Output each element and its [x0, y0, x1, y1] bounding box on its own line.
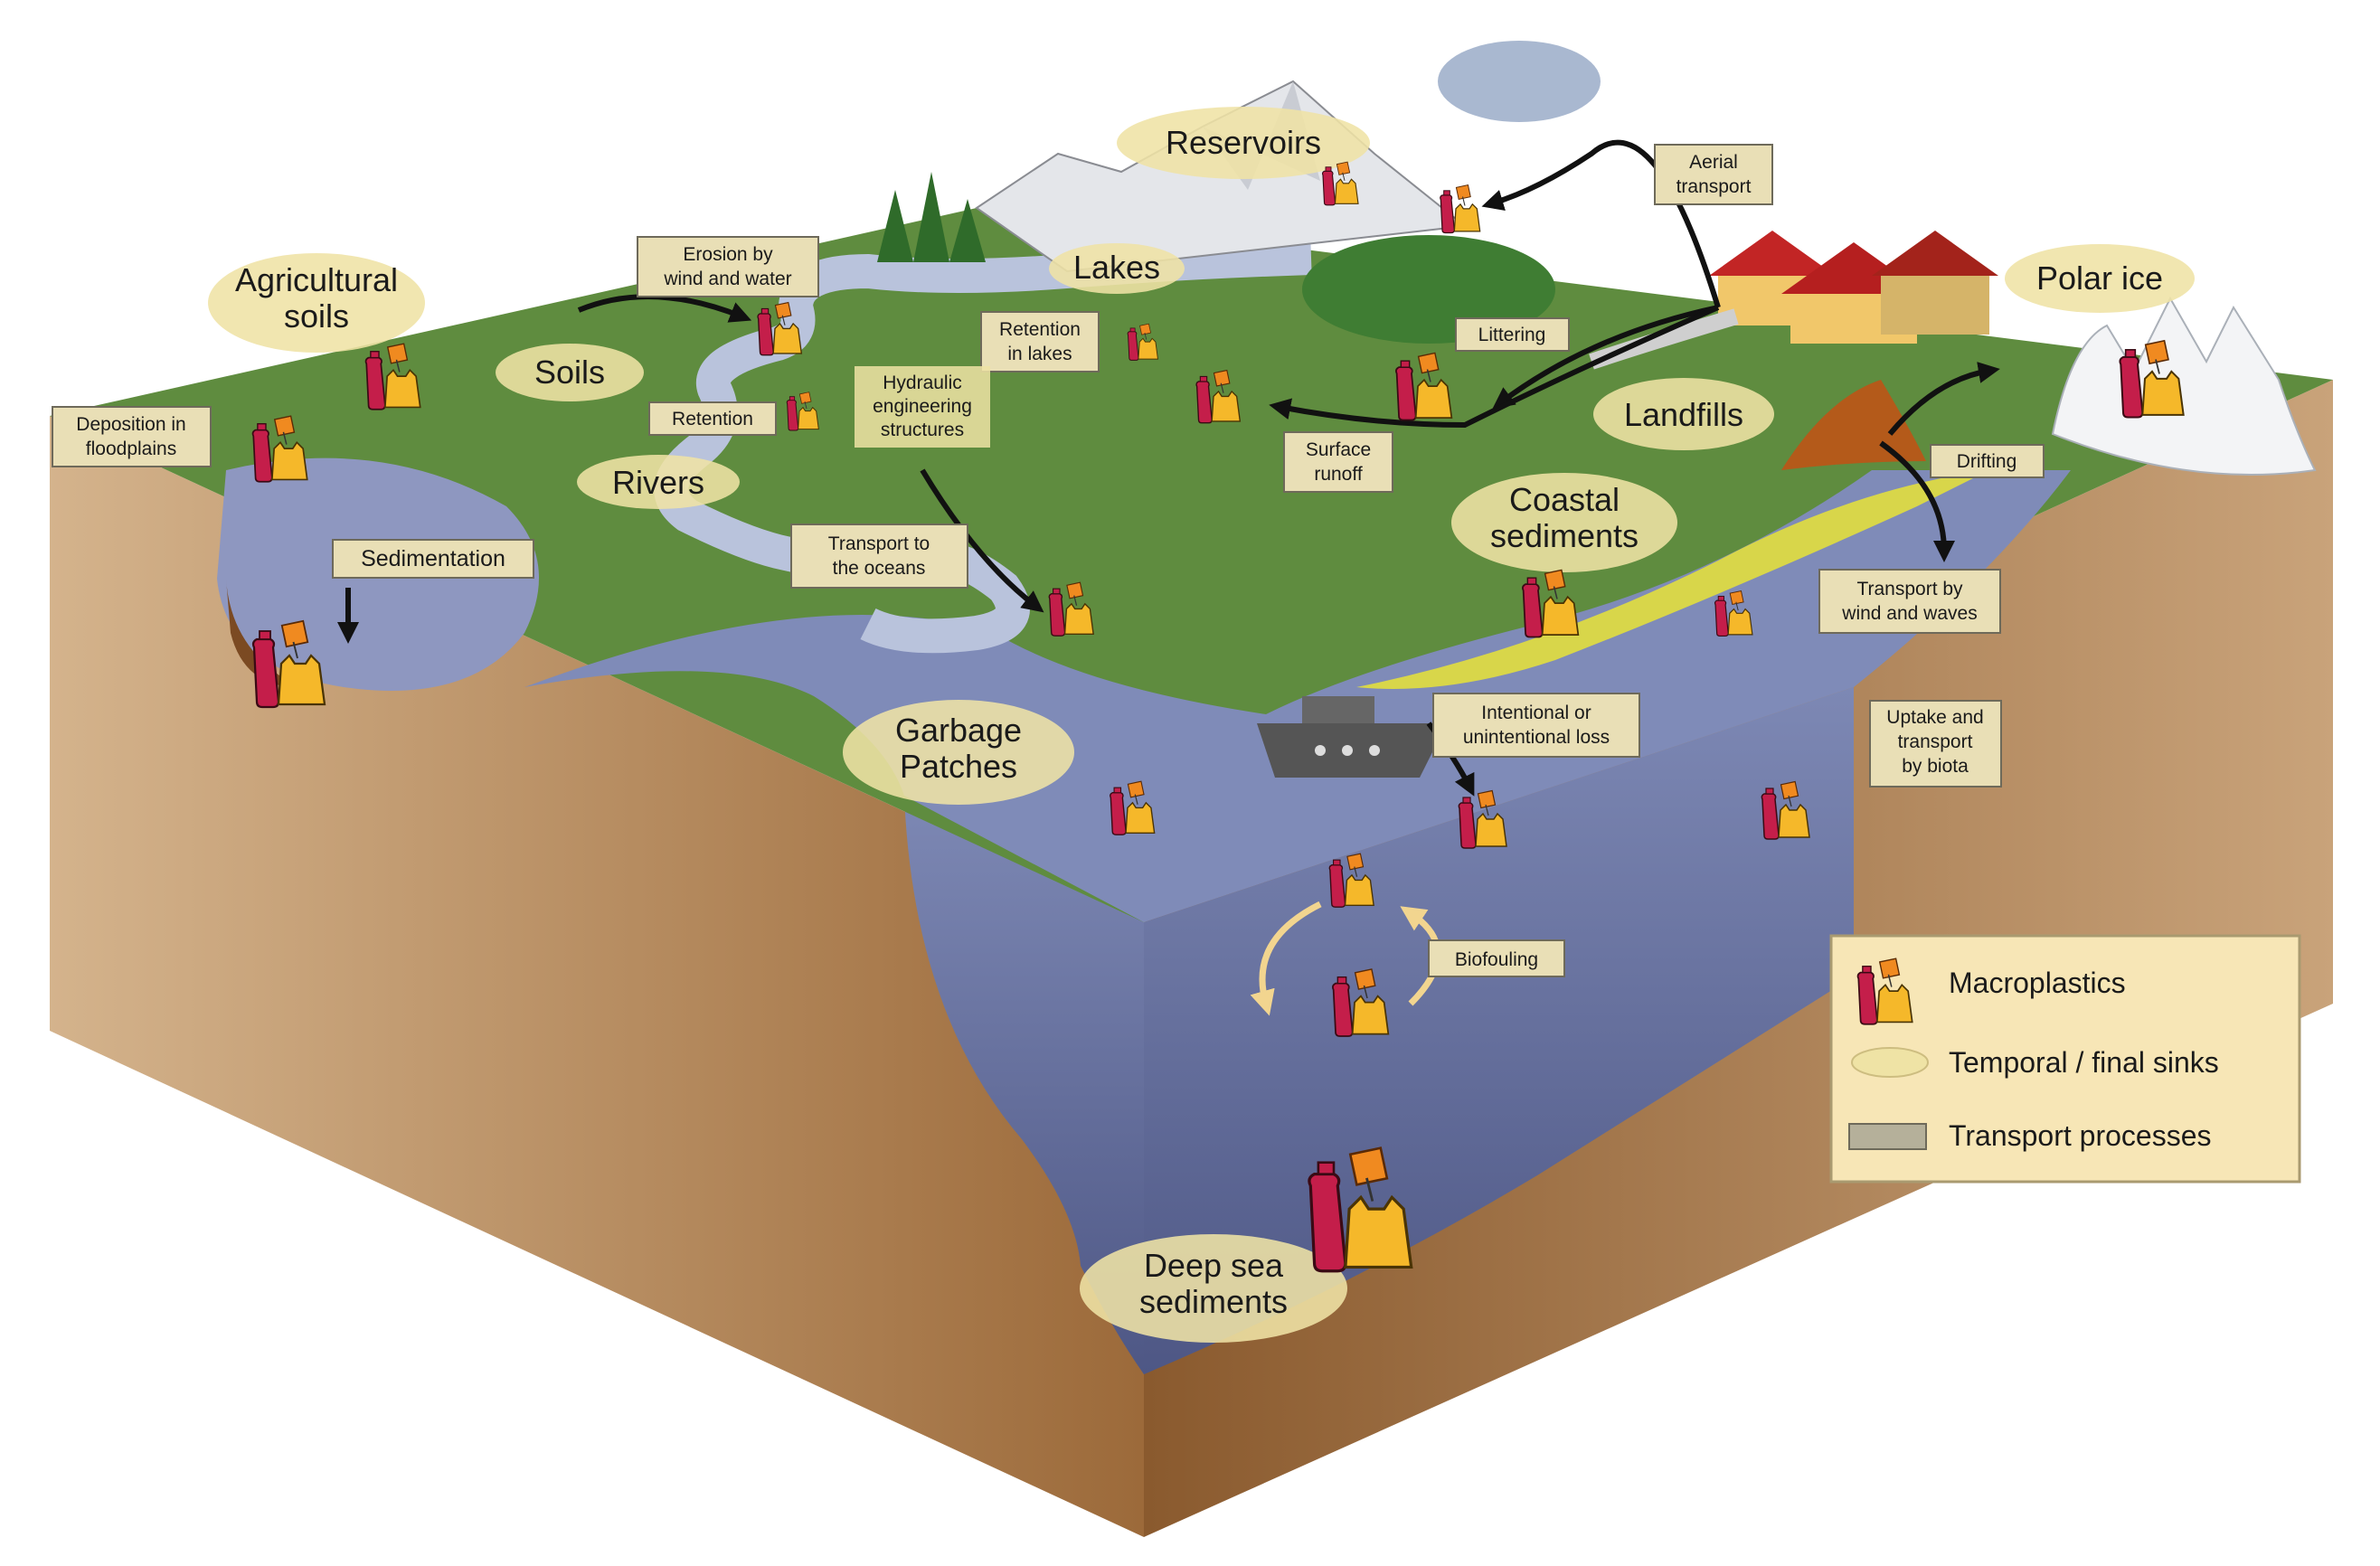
process-label: Hydraulic: [883, 373, 962, 393]
process-transport-to-oceans: Transport to the oceans: [790, 524, 968, 589]
process-label: Aerial: [1689, 152, 1738, 173]
process-surface-runoff: Surface runoff: [1283, 431, 1393, 493]
forest: [877, 172, 986, 262]
process-aerial-transport: Aerial transport: [1654, 144, 1773, 205]
process-label: Biofouling: [1455, 949, 1538, 970]
process-label: runoff: [1314, 464, 1362, 485]
ship: [1257, 696, 1447, 778]
to-ice-arrow: [1887, 362, 2000, 436]
sink-label: sediments: [1490, 517, 1639, 554]
process-label: engineering: [873, 396, 972, 417]
river: [654, 241, 1312, 654]
sink-label: Coastal: [1509, 481, 1620, 518]
process-littering: Littering: [1455, 317, 1570, 352]
sink-label: Reservoirs: [1166, 124, 1321, 161]
process-label: wind and waves: [1841, 603, 1977, 624]
process-label: Retention: [999, 319, 1081, 340]
sink-label: Agricultural: [235, 261, 398, 298]
legend-macroplastics-label: Macroplastics: [1949, 967, 2126, 999]
process-label: in lakes: [1007, 344, 1072, 364]
cloud: [1438, 41, 1601, 122]
process-retention: Retention: [648, 401, 777, 436]
sink-landfills: Landfills: [1593, 378, 1774, 450]
process-label: Transport by: [1856, 579, 1963, 599]
process-label: the oceans: [833, 558, 926, 579]
legend-sink-swatch: [1851, 1047, 1929, 1078]
sink-label: Rivers: [612, 464, 704, 501]
runoff-arrow: [1269, 305, 1720, 429]
process-label: Erosion by: [683, 244, 773, 265]
litter-icon: [1440, 184, 1481, 234]
legend: Macroplastics Temporal / final sinks Tra…: [1829, 934, 2301, 1184]
process-biofouling: Biofouling: [1428, 939, 1565, 977]
process-label: Littering: [1478, 325, 1546, 345]
process-label: Retention: [672, 409, 753, 429]
sink-polar-ice: Polar ice: [2005, 244, 2195, 313]
process-drifting: Drifting: [1930, 444, 2045, 478]
process-deposition: Deposition in floodplains: [52, 406, 212, 467]
sink-garbage-patches: Garbage Patches: [843, 700, 1074, 805]
sink-label: sediments: [1139, 1283, 1288, 1320]
process-erosion: Erosion by wind and water: [637, 236, 819, 297]
process-label: Surface: [1306, 439, 1371, 460]
sink-deep-sea-sediments: Deep sea sediments: [1080, 1234, 1347, 1343]
littering-arrow: [1492, 305, 1719, 410]
process-label: by biota: [1902, 756, 1969, 777]
process-label: Transport to: [828, 533, 930, 554]
sink-label: Garbage: [895, 712, 1022, 749]
legend-sinks-label: Temporal / final sinks: [1949, 1046, 2219, 1079]
polar-ice: [2051, 296, 2317, 476]
process-label: transport: [1676, 176, 1752, 197]
sink-soils: Soils: [496, 344, 644, 401]
process-label: floodplains: [86, 439, 176, 459]
sink-agricultural-soils: Agricultural soils: [208, 253, 425, 353]
sink-label: Polar ice: [2036, 259, 2163, 297]
sink-coastal-sediments: Coastal sediments: [1451, 473, 1677, 572]
sink-lakes: Lakes: [1049, 243, 1185, 294]
process-uptake-biota: Uptake and transport by biota: [1869, 700, 2002, 788]
sea-cross-section: [904, 796, 1144, 1374]
process-label: unintentional loss: [1463, 727, 1610, 748]
to-oceans-arrow: [920, 468, 1044, 613]
process-label: Sedimentation: [361, 546, 505, 571]
drifting-arrow: [1879, 440, 1955, 562]
process-label: Intentional or: [1481, 703, 1591, 723]
sink-reservoirs: Reservoirs: [1117, 107, 1370, 179]
legend-process-swatch: [1848, 1123, 1927, 1150]
sink-label: soils: [284, 297, 349, 335]
process-label: transport: [1898, 731, 1973, 752]
process-label: Deposition in: [76, 414, 185, 435]
sink-label: Lakes: [1073, 249, 1160, 286]
process-label: structures: [881, 420, 964, 440]
process-retention-in-lakes: Retention in lakes: [980, 311, 1100, 373]
sink-label: Soils: [534, 354, 605, 391]
process-intentional-loss: Intentional or unintentional loss: [1432, 693, 1640, 758]
sink-rivers: Rivers: [577, 455, 740, 509]
biofouling-arrow-left: [1250, 901, 1322, 1016]
process-sedimentation: Sedimentation: [332, 539, 534, 579]
sink-label: Patches: [900, 748, 1017, 785]
sink-label: Deep sea: [1144, 1247, 1284, 1284]
process-transport-wind-waves: Transport by wind and waves: [1818, 569, 2001, 634]
legend-transport-label: Transport processes: [1949, 1119, 2211, 1152]
process-label: Uptake and: [1886, 707, 1983, 728]
sink-label: Landfills: [1624, 396, 1743, 433]
process-label: wind and water: [663, 269, 791, 289]
houses: [1709, 231, 1998, 344]
process-hydraulic: Hydraulic engineering structures: [855, 366, 990, 448]
aerial-arrow: [1481, 139, 1721, 308]
process-label: Drifting: [1957, 451, 2017, 472]
